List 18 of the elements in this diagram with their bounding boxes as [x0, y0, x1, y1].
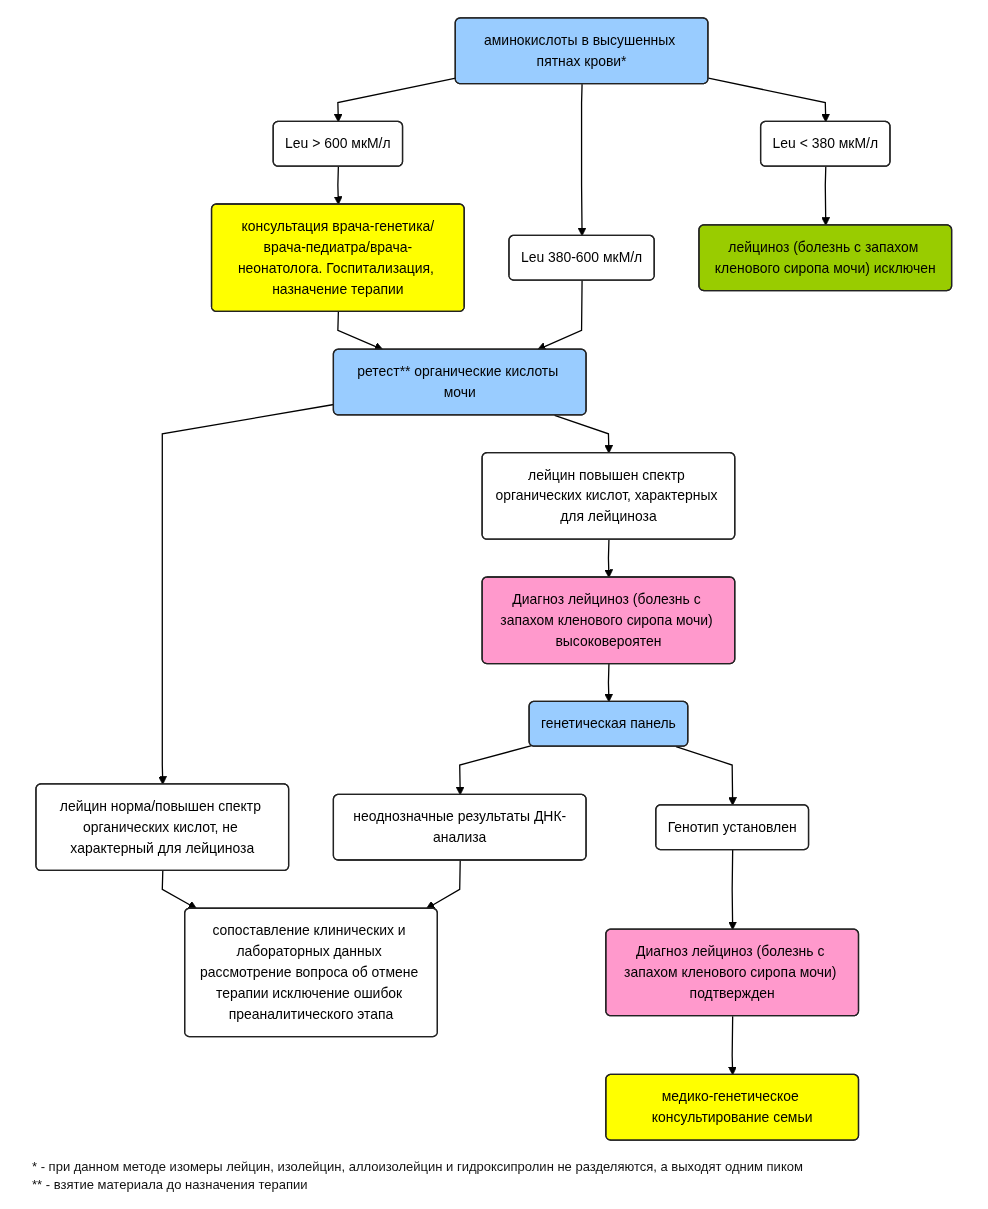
arrow [728, 1015, 738, 1076]
arrow [334, 77, 457, 123]
arrow [161, 870, 198, 910]
arrow [554, 414, 614, 454]
arrow [455, 745, 533, 796]
arrow [675, 745, 738, 806]
arrow [707, 77, 831, 123]
arrow [537, 279, 583, 351]
arrow [604, 539, 614, 578]
footnote: ** - взятие материала до назначения терапии [32, 1177, 309, 1192]
arrow [821, 166, 831, 226]
arrow [577, 83, 587, 237]
footnote: * - при данном методе изомеры лейцин, изолейцин, аллоизолейцин и гидроксипролин не разделяются, а выходят одним пиком [32, 1159, 804, 1174]
arrow [604, 663, 614, 703]
arrow [334, 166, 343, 205]
arrow [728, 849, 738, 931]
arrow [426, 859, 462, 910]
arrow [337, 311, 384, 351]
